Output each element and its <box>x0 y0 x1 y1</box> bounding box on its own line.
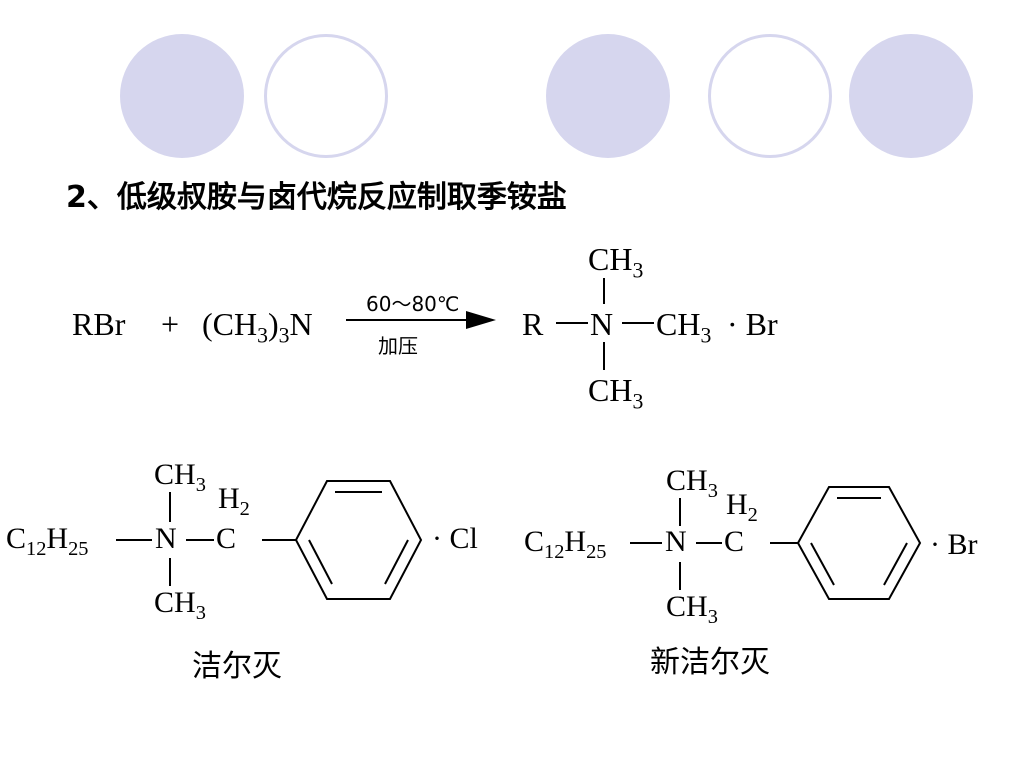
compound1-ch3-top: CH3 <box>154 458 206 496</box>
compound1-h2: H2 <box>218 482 250 520</box>
compound1-chain: C12H25 <box>6 522 89 560</box>
product-salt: · Br <box>727 306 778 342</box>
decor-circle-3 <box>546 34 670 158</box>
compound2-c: C <box>724 525 745 558</box>
product-ch3-top: CH3 <box>588 241 644 283</box>
product-r: R <box>522 306 544 342</box>
compound2-chain: C12H25 <box>524 525 607 563</box>
compound2-n: N <box>665 525 687 558</box>
plus-sign: + <box>161 306 180 342</box>
compound2-name: 新洁尔灭 <box>650 645 770 680</box>
product-n: N <box>590 306 614 342</box>
compound1-salt: · Cl <box>432 522 478 555</box>
reactant-rbr: RBr <box>72 306 126 342</box>
slide-heading: 2、低级叔胺与卤代烷反应制取季铵盐 <box>66 180 567 215</box>
product-ch3-bottom: CH3 <box>588 372 644 414</box>
compound2-salt: · Br <box>930 528 978 561</box>
compound1-c: C <box>216 522 237 555</box>
decor-circle-1 <box>120 34 244 158</box>
condition-pressure: 加压 <box>378 334 418 358</box>
compound2-ch3-bottom: CH3 <box>666 590 718 628</box>
compound1-n: N <box>155 522 177 555</box>
arrow-head-icon <box>466 311 496 329</box>
compound1-name: 洁尔灭 <box>192 649 282 684</box>
compound2-ch3-top: CH3 <box>666 464 718 502</box>
compound1-ch3-bottom: CH3 <box>154 586 206 624</box>
compound2-h2: H2 <box>726 488 758 526</box>
benzene-ring-1 <box>294 480 423 600</box>
decor-circle-2 <box>264 34 388 158</box>
condition-temperature: 60～80℃ <box>366 292 460 316</box>
reactant-trimethylamine: (CH3)3N <box>202 306 313 348</box>
decor-circle-4 <box>708 34 832 158</box>
benzene-ring-2 <box>796 486 922 600</box>
product-ch3-right: CH3 <box>656 306 712 348</box>
decor-circle-5 <box>849 34 973 158</box>
